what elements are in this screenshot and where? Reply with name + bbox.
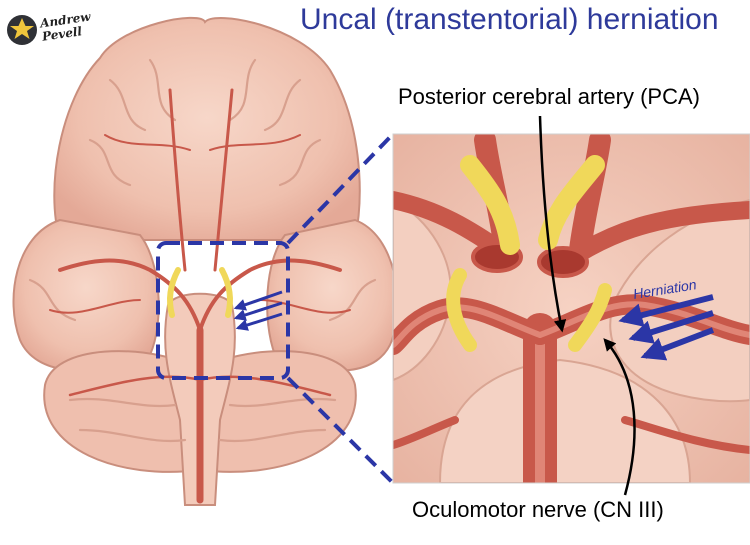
- right-ica: [569, 134, 611, 261]
- zoomed-inset: [393, 134, 750, 483]
- small-herniation-arrows: [233, 290, 283, 331]
- diagram-title: Uncal (transtentorial) herniation: [300, 3, 719, 36]
- brain-arteries: [49, 88, 351, 504]
- inset-frame: [392, 133, 750, 484]
- right-cn3-compressed: [568, 283, 612, 352]
- author-logo: [7, 15, 37, 45]
- star-icon: [10, 18, 34, 39]
- cortical-folds: [28, 58, 377, 443]
- small-cn3-nerves: [167, 267, 233, 318]
- pca-pointer-arrow: [538, 115, 567, 333]
- inset-indicator: [156, 132, 395, 485]
- inset-box: [156, 241, 290, 380]
- left-cn3: [446, 268, 477, 352]
- left-optic-tract: [460, 155, 520, 255]
- brain-illustration: [12, 16, 399, 506]
- pca-label: Posterior cerebral artery (PCA): [398, 84, 700, 109]
- cn3-pointer-arrow: [603, 338, 636, 496]
- inset-connector-bottom: [286, 376, 395, 485]
- inset-connector-top: [286, 132, 395, 245]
- inset-nerves: [446, 155, 612, 352]
- frontal-lobes: [53, 16, 361, 241]
- oculomotor-label: Oculomotor nerve (CN III): [412, 497, 664, 522]
- cut-vessel-right: [537, 246, 589, 278]
- left-temporal-lobe: [12, 218, 160, 372]
- right-optic-tract: [538, 155, 605, 250]
- right-pcom: [576, 201, 750, 259]
- herniation-arrows: [618, 294, 715, 361]
